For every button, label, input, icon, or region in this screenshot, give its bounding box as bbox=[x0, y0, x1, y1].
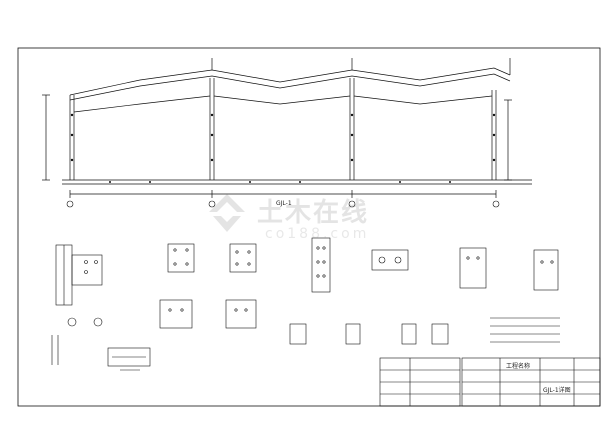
connection-details-row1 bbox=[159, 243, 257, 329]
title-block-drawing: GJL-1详图 bbox=[543, 387, 571, 394]
connection-details-middle bbox=[289, 237, 559, 345]
detail-column-base bbox=[51, 244, 103, 365]
axis-bubbles bbox=[66, 200, 500, 208]
main-elevation-label: GJL-1 bbox=[276, 200, 292, 207]
frame-node-marks bbox=[70, 113, 496, 183]
main-frame-elevation bbox=[42, 58, 532, 198]
drawing-frame bbox=[17, 47, 601, 407]
detail-base-plate bbox=[107, 347, 151, 371]
notes-block bbox=[490, 317, 560, 343]
title-block bbox=[379, 357, 601, 407]
title-block-project: 工程名称 bbox=[506, 363, 531, 370]
